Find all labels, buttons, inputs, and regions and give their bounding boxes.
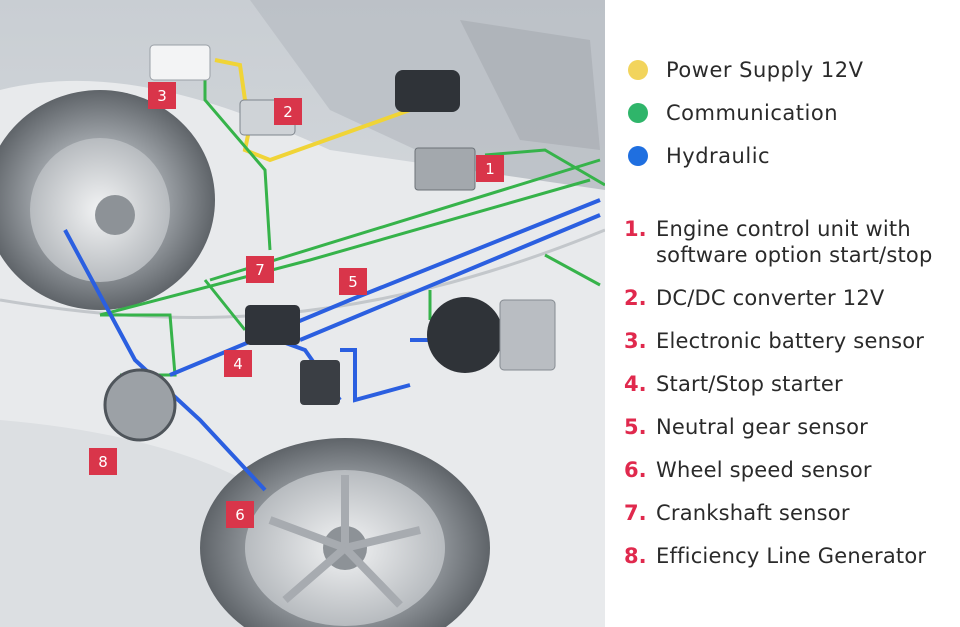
legend-dot-communication	[628, 102, 648, 123]
legend-item-hydraulic: Hydraulic	[624, 134, 954, 177]
car-wiring-illustration: 1 2 3 4 5 6 7 8	[0, 0, 605, 627]
ecu-unit	[414, 147, 476, 191]
starter-unit	[245, 305, 300, 345]
part-item-7: 7. Crankshaft sensor	[624, 500, 954, 526]
part-item-6: 6. Wheel speed sensor	[624, 457, 954, 483]
part-label: Start/Stop starter	[656, 372, 843, 396]
badge-4-label: 4	[233, 355, 243, 373]
badge-3: 3	[148, 82, 176, 109]
part-number: 5.	[624, 415, 647, 439]
badge-8-label: 8	[98, 453, 108, 471]
display-unit	[395, 70, 460, 112]
part-label: DC/DC converter 12V	[656, 286, 885, 310]
badge-1: 1	[476, 155, 504, 182]
badge-1-label: 1	[485, 160, 495, 178]
part-number: 4.	[624, 372, 647, 396]
legend: Power Supply 12V Communication Hydraulic	[624, 48, 954, 177]
badge-7: 7	[246, 256, 274, 283]
part-label: Efficiency Line Generator	[656, 544, 927, 568]
rear-hub	[95, 195, 135, 235]
part-item-8: 8. Efficiency Line Generator	[624, 543, 954, 569]
pedal-assembly	[499, 299, 556, 371]
battery-sensor-unit	[149, 44, 211, 81]
part-number: 8.	[624, 544, 647, 568]
seat	[460, 20, 600, 150]
legend-dot-power	[628, 59, 648, 80]
part-label: Neutral gear sensor	[656, 415, 869, 439]
legend-item-power: Power Supply 12V	[624, 48, 954, 91]
badge-6-label: 6	[235, 506, 245, 524]
part-item-5: 5. Neutral gear sensor	[624, 414, 954, 440]
badge-3-label: 3	[157, 87, 167, 105]
legend-label-power: Power Supply 12V	[666, 57, 864, 82]
badge-8: 8	[89, 448, 117, 475]
part-label: Electronic battery sensor	[656, 329, 925, 353]
abs-unit	[300, 360, 340, 405]
legend-label-hydraulic: Hydraulic	[666, 143, 771, 168]
part-number: 1.	[624, 217, 647, 241]
part-label: Engine control unit with software option…	[656, 217, 933, 267]
part-number: 6.	[624, 458, 647, 482]
part-number: 3.	[624, 329, 647, 353]
part-item-4: 4. Start/Stop starter	[624, 371, 954, 397]
generator-unit	[103, 368, 177, 442]
badge-6: 6	[226, 501, 254, 528]
brake-booster	[427, 297, 503, 373]
comm-lines	[99, 70, 605, 377]
badge-7-label: 7	[255, 261, 265, 279]
parts-list: 1. Engine control unit with software opti…	[624, 216, 954, 586]
badge-5-label: 5	[348, 273, 358, 291]
part-item-1: 1. Engine control unit with software opti…	[624, 216, 954, 268]
part-label: Crankshaft sensor	[656, 501, 850, 525]
part-item-3: 3. Electronic battery sensor	[624, 328, 954, 354]
part-item-2: 2. DC/DC converter 12V	[624, 285, 954, 311]
part-number: 2.	[624, 286, 647, 310]
part-label: Wheel speed sensor	[656, 458, 872, 482]
part-number: 7.	[624, 501, 647, 525]
badge-2: 2	[274, 98, 302, 125]
legend-item-communication: Communication	[624, 91, 954, 134]
legend-dot-hydraulic	[628, 145, 648, 166]
badge-5: 5	[339, 268, 367, 295]
badge-4: 4	[224, 350, 252, 377]
badge-2-label: 2	[283, 103, 293, 121]
legend-label-communication: Communication	[666, 100, 839, 125]
